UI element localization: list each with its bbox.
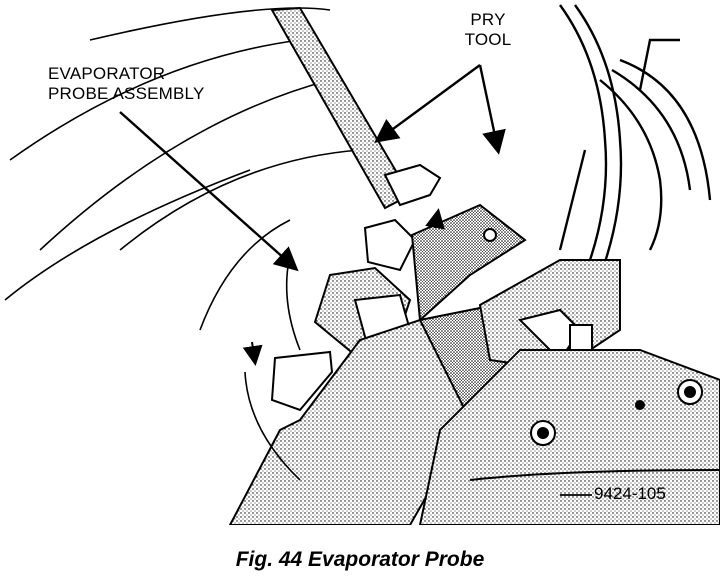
removal-direction-arrows [242,208,445,366]
evaporator-probe-illustration [4,4,720,525]
evaporator-probe-assembly-label: EVAPORATOR PROBE ASSEMBLY [48,64,218,104]
probe-label-line2: PROBE ASSEMBLY [48,84,205,103]
wiring-harness [558,4,712,263]
pry-tool-leader-arrow-2 [478,64,506,155]
pry-label-line1: PRY [470,10,506,29]
part-number: 9424-105 [594,484,666,503]
probe-retainer-clip [363,163,442,272]
housing-contour-lines [4,7,361,331]
probe-leader-arrow [119,111,299,272]
electrical-connector [478,259,621,372]
mounting-bracket [410,203,527,323]
probe-label-line1: EVAPORATOR [48,64,166,83]
blower-housing [418,349,720,525]
pry-tool-label: PRY TOOL [448,10,528,50]
figure-caption: Fig. 44 Evaporator Probe [235,548,485,571]
pry-label-line2: TOOL [464,30,512,49]
pry-tool-leader-arrow [374,64,481,143]
